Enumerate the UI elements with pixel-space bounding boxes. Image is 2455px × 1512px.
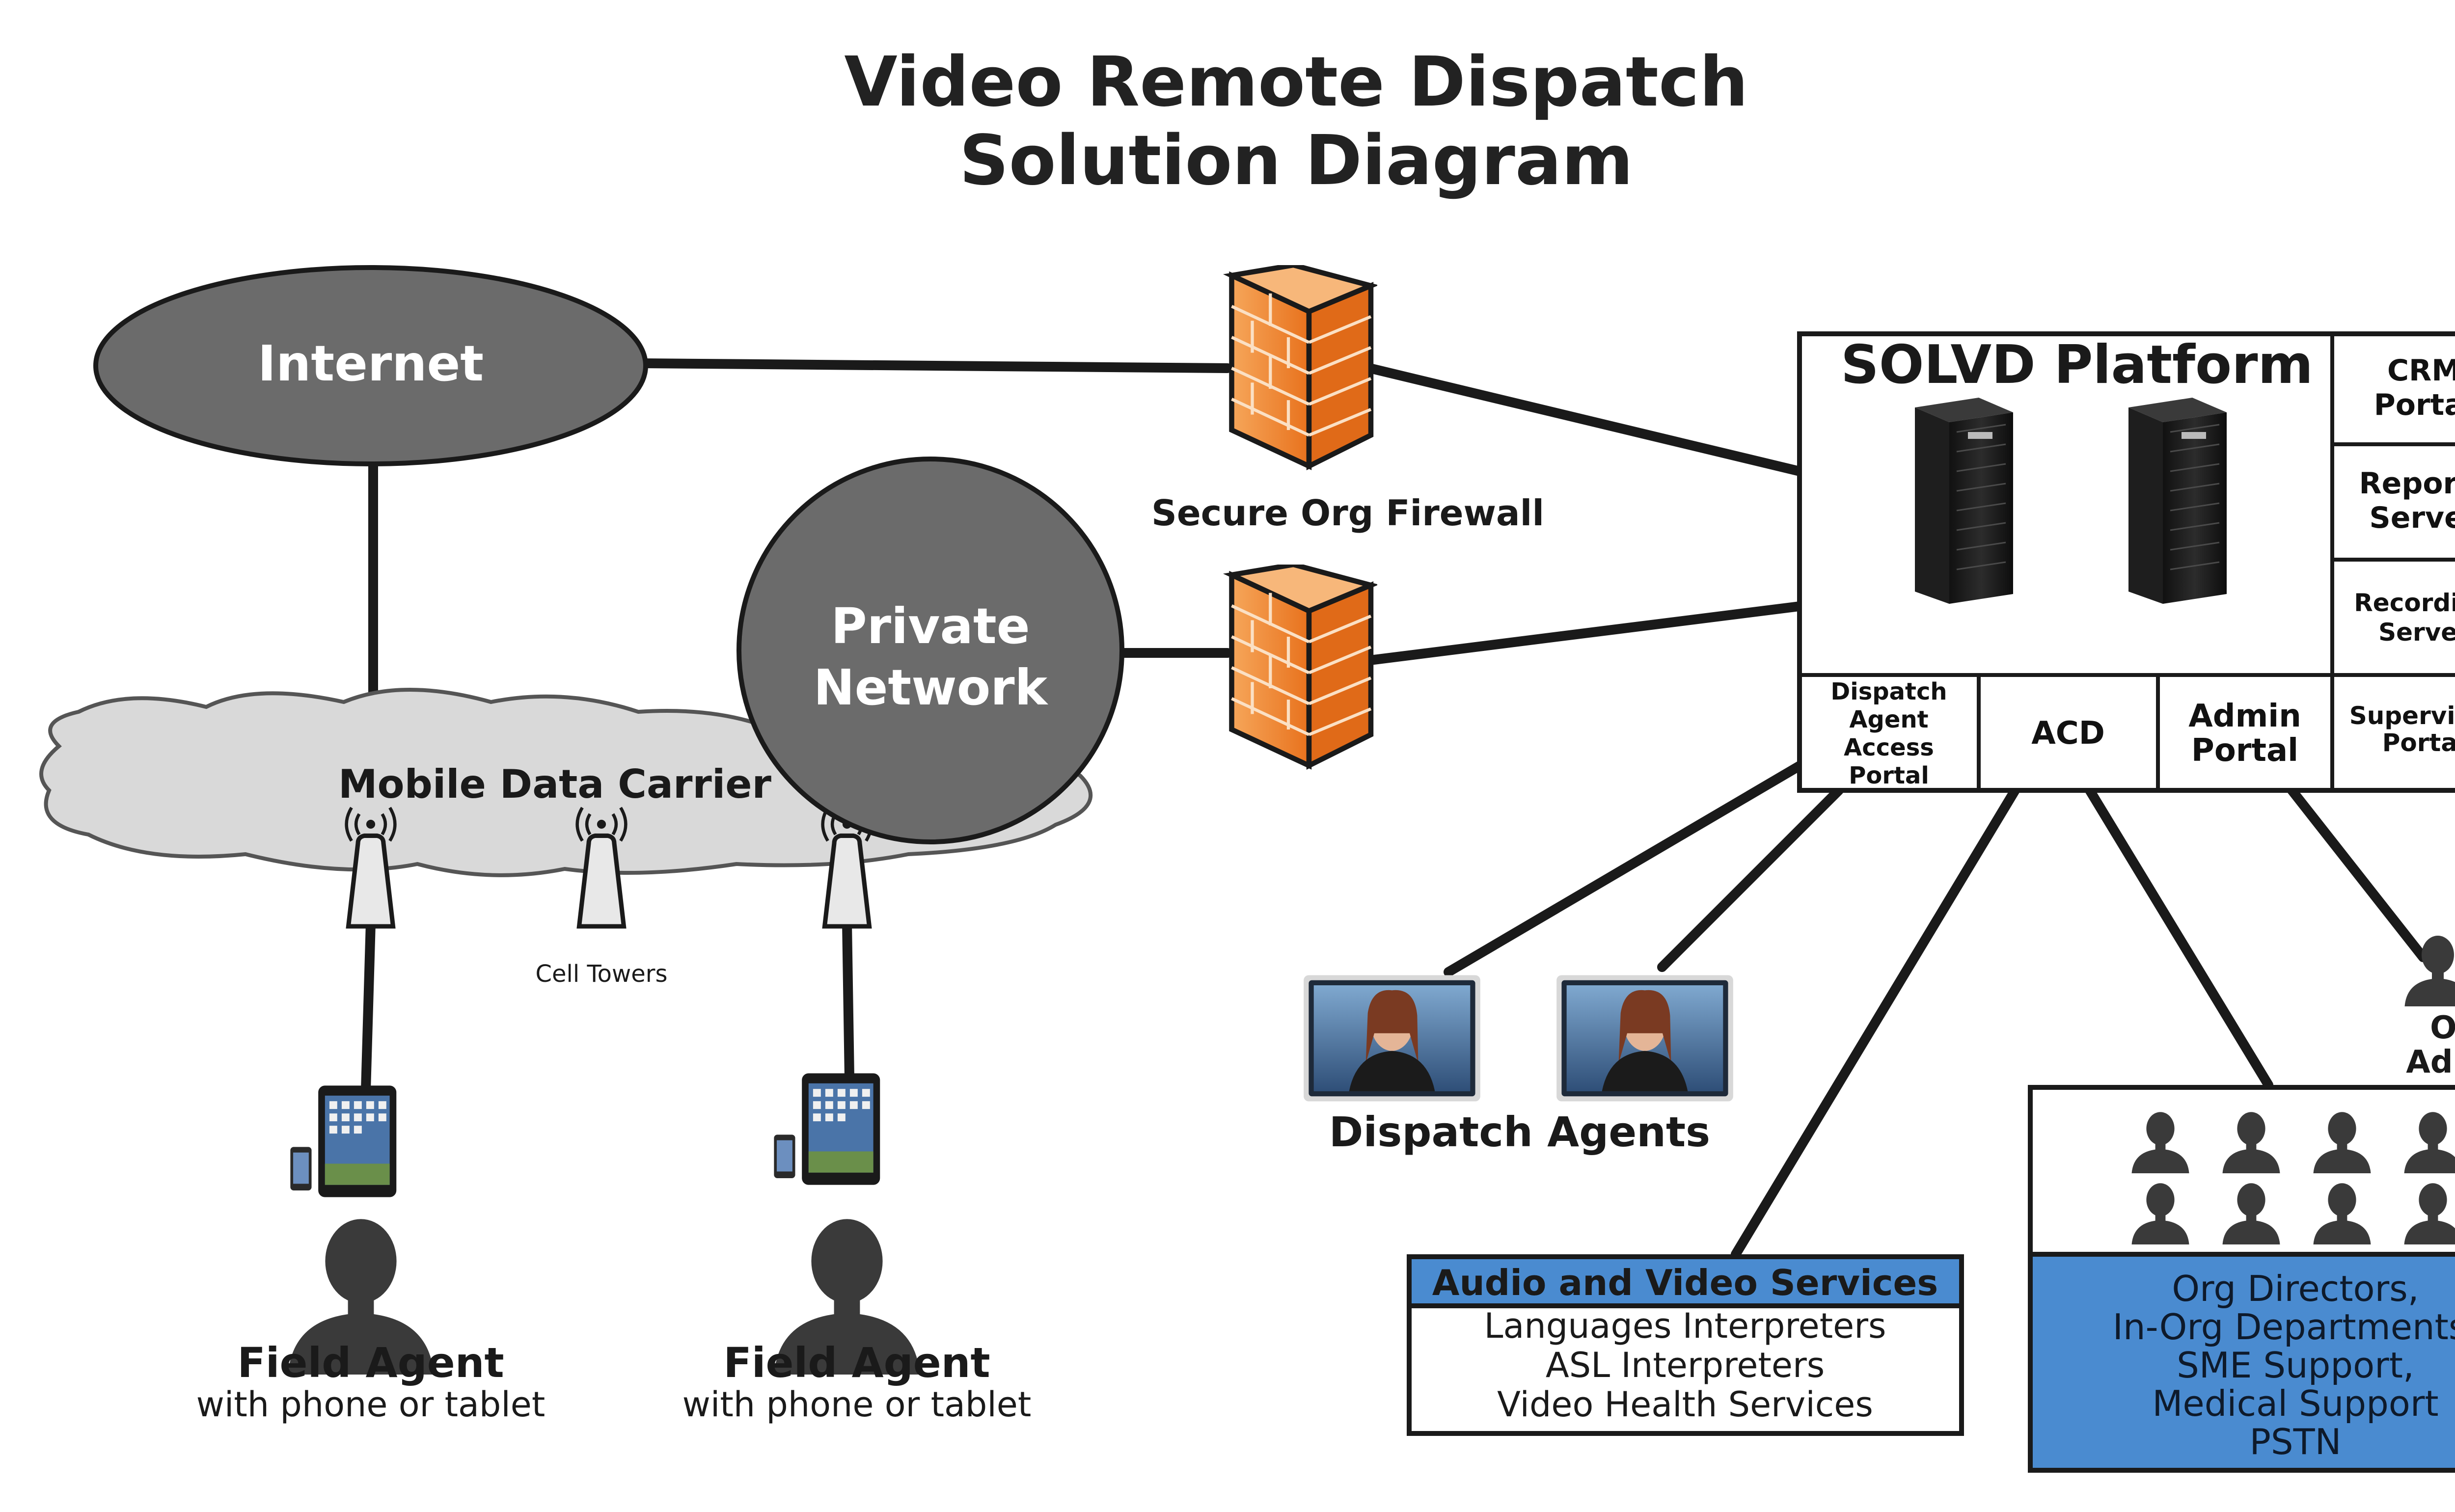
field-agent-name: Field Agent bbox=[723, 1339, 990, 1387]
supervisor-portal-label: Supervisor bbox=[2349, 702, 2455, 730]
org-admin-label-line2: Admin bbox=[2406, 1044, 2455, 1080]
org-group-item: Medical Support bbox=[2152, 1383, 2438, 1424]
internet-node bbox=[93, 265, 648, 466]
av-service-item: Video Health Services bbox=[1497, 1384, 1873, 1425]
acd-label: ACD bbox=[2031, 715, 2105, 752]
private-network-label-line1: Private bbox=[831, 597, 1030, 655]
private-network-label-line2: Network bbox=[814, 659, 1049, 716]
crm-portal-label: CRM bbox=[2387, 353, 2455, 388]
cell-towers-label: Cell Towers bbox=[535, 960, 667, 988]
field-agent-desc: with phone or tablet bbox=[196, 1384, 546, 1425]
dispatch-agent-monitor-icon bbox=[1304, 975, 1480, 1102]
server-icon bbox=[2128, 398, 2228, 604]
reports-server-label: Reports bbox=[2359, 466, 2455, 501]
solvd-platform bbox=[1797, 331, 2455, 793]
dispatch-agent-access-portal-label: Dispatch bbox=[1830, 678, 1947, 705]
private-network-node bbox=[736, 457, 1124, 844]
firewall-icon bbox=[1232, 565, 1371, 766]
av-service-item: ASL Interpreters bbox=[1546, 1345, 1825, 1385]
mobile-data-carrier-label: Mobile Data Carrier bbox=[338, 761, 772, 807]
admin-portal-label: Portal bbox=[2191, 732, 2298, 769]
av-service-item: Languages Interpreters bbox=[1484, 1306, 1886, 1346]
org-group-item: PSTN bbox=[2250, 1421, 2342, 1462]
org-group-item: SME Support, bbox=[2177, 1345, 2414, 1386]
org-admin-label-line1: Org bbox=[2430, 1010, 2455, 1046]
field-agent-name: Field Agent bbox=[237, 1339, 504, 1387]
firewall-label: Secure Org Firewall bbox=[1151, 492, 1544, 534]
dispatch-agent-access-portal-label: Access bbox=[1844, 734, 1934, 761]
diagram-title-line1: Video Remote Dispatch bbox=[844, 42, 1748, 122]
diagram-title-line2: Solution Diagram bbox=[959, 121, 1633, 201]
platform-title: SOLVD Platform bbox=[1841, 334, 2313, 396]
phone-tablet-icon bbox=[290, 1085, 397, 1197]
admin-portal-label: Admin bbox=[2188, 698, 2301, 734]
dispatch-agents-label: Dispatch Agents bbox=[1329, 1108, 1710, 1156]
recording-server-label: Recording bbox=[2354, 589, 2455, 617]
internet-label: Internet bbox=[258, 335, 484, 392]
phone-tablet-icon bbox=[774, 1073, 880, 1185]
dispatch-agent-monitor-icon bbox=[1556, 975, 1733, 1102]
audio-video-services-box bbox=[1407, 1254, 1964, 1436]
av-services-header: Audio and Video Services bbox=[1432, 1262, 1938, 1303]
firewall-icon bbox=[1232, 265, 1371, 466]
connection-lines bbox=[361, 358, 2428, 1259]
dispatch-agent-access-portal-label: Portal bbox=[1849, 762, 1929, 789]
field-agent-desc: with phone or tablet bbox=[682, 1384, 1032, 1425]
crm-portal-label: Portal bbox=[2374, 388, 2455, 422]
server-icon bbox=[1914, 398, 2014, 604]
dispatch-agent-access-portal-label: Agent bbox=[1849, 706, 1928, 733]
org-group-item: Org Directors, bbox=[2172, 1268, 2419, 1309]
org-group-box bbox=[2028, 1085, 2455, 1473]
supervisor-portal-label: Portal bbox=[2382, 729, 2455, 757]
reports-server-label: Server bbox=[2370, 501, 2455, 535]
recording-server-label: Server bbox=[2378, 618, 2455, 647]
org-group-item: In-Org Departments, bbox=[2113, 1306, 2455, 1348]
